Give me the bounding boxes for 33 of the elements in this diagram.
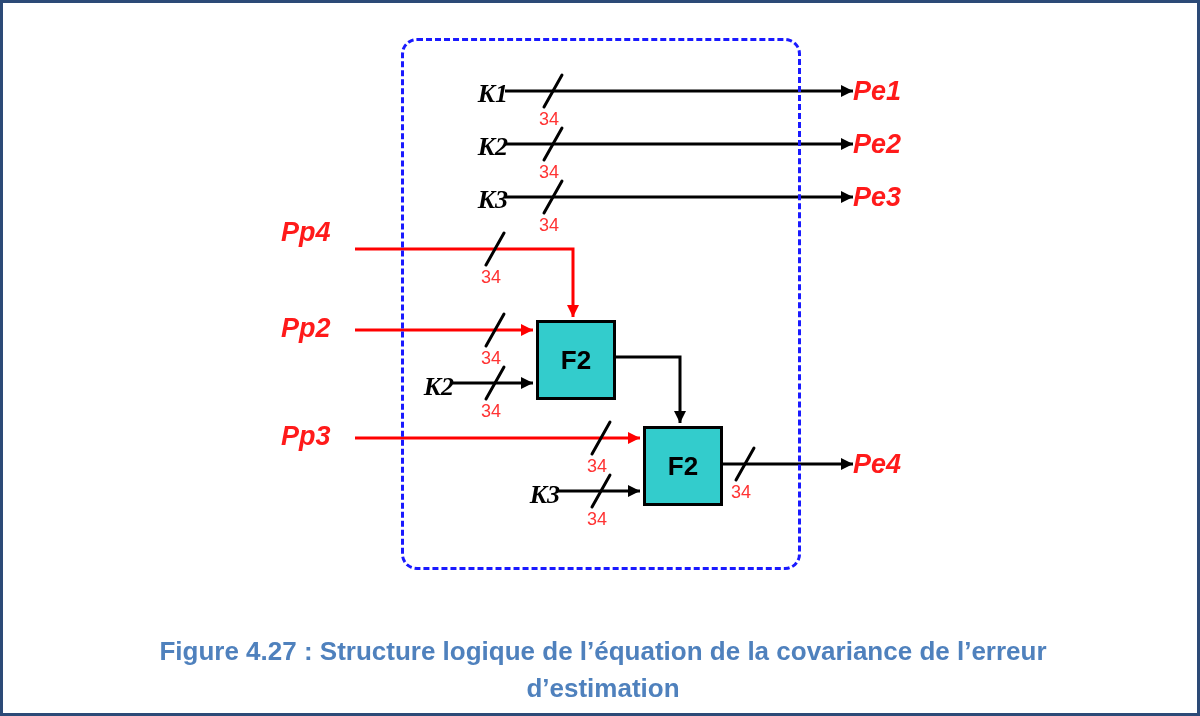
edge-label: 34 xyxy=(587,457,608,475)
arrow xyxy=(451,377,533,389)
edge-label: 34 xyxy=(731,483,752,501)
arrow xyxy=(505,85,853,97)
input-label: K3 xyxy=(518,479,560,509)
edge-label: 34 xyxy=(539,216,560,234)
edge-label: 34 xyxy=(481,402,502,420)
edge-label: 34 xyxy=(481,268,502,286)
input-label: Pp4 xyxy=(281,215,355,249)
function-block: F2 xyxy=(643,426,723,506)
function-block: F2 xyxy=(536,320,616,400)
arrow xyxy=(355,324,533,336)
output-label: Pe3 xyxy=(853,181,929,213)
arrow xyxy=(355,247,579,317)
input-label: K2 xyxy=(412,371,454,401)
edge-label: 34 xyxy=(539,110,560,128)
input-label: K1 xyxy=(464,78,508,108)
input-label: K3 xyxy=(464,184,508,214)
edge-label: 34 xyxy=(587,510,608,528)
output-label: Pe4 xyxy=(853,448,929,480)
figure-caption: Figure 4.27 : Structure logique de l’équation de la covariance de l’erreur d’estimation xyxy=(158,635,1048,705)
input-label: Pp3 xyxy=(281,419,355,453)
output-label: Pe1 xyxy=(853,75,929,107)
output-label: Pe2 xyxy=(853,128,929,160)
arrow xyxy=(355,432,640,444)
arrow xyxy=(557,485,640,497)
dashed-group-frame xyxy=(401,38,801,570)
input-label: K2 xyxy=(464,131,508,161)
edge-label: 34 xyxy=(539,163,560,181)
arrow xyxy=(505,138,853,150)
edge-label: 34 xyxy=(481,349,502,367)
arrow xyxy=(505,191,853,203)
input-label: Pp2 xyxy=(281,311,355,345)
